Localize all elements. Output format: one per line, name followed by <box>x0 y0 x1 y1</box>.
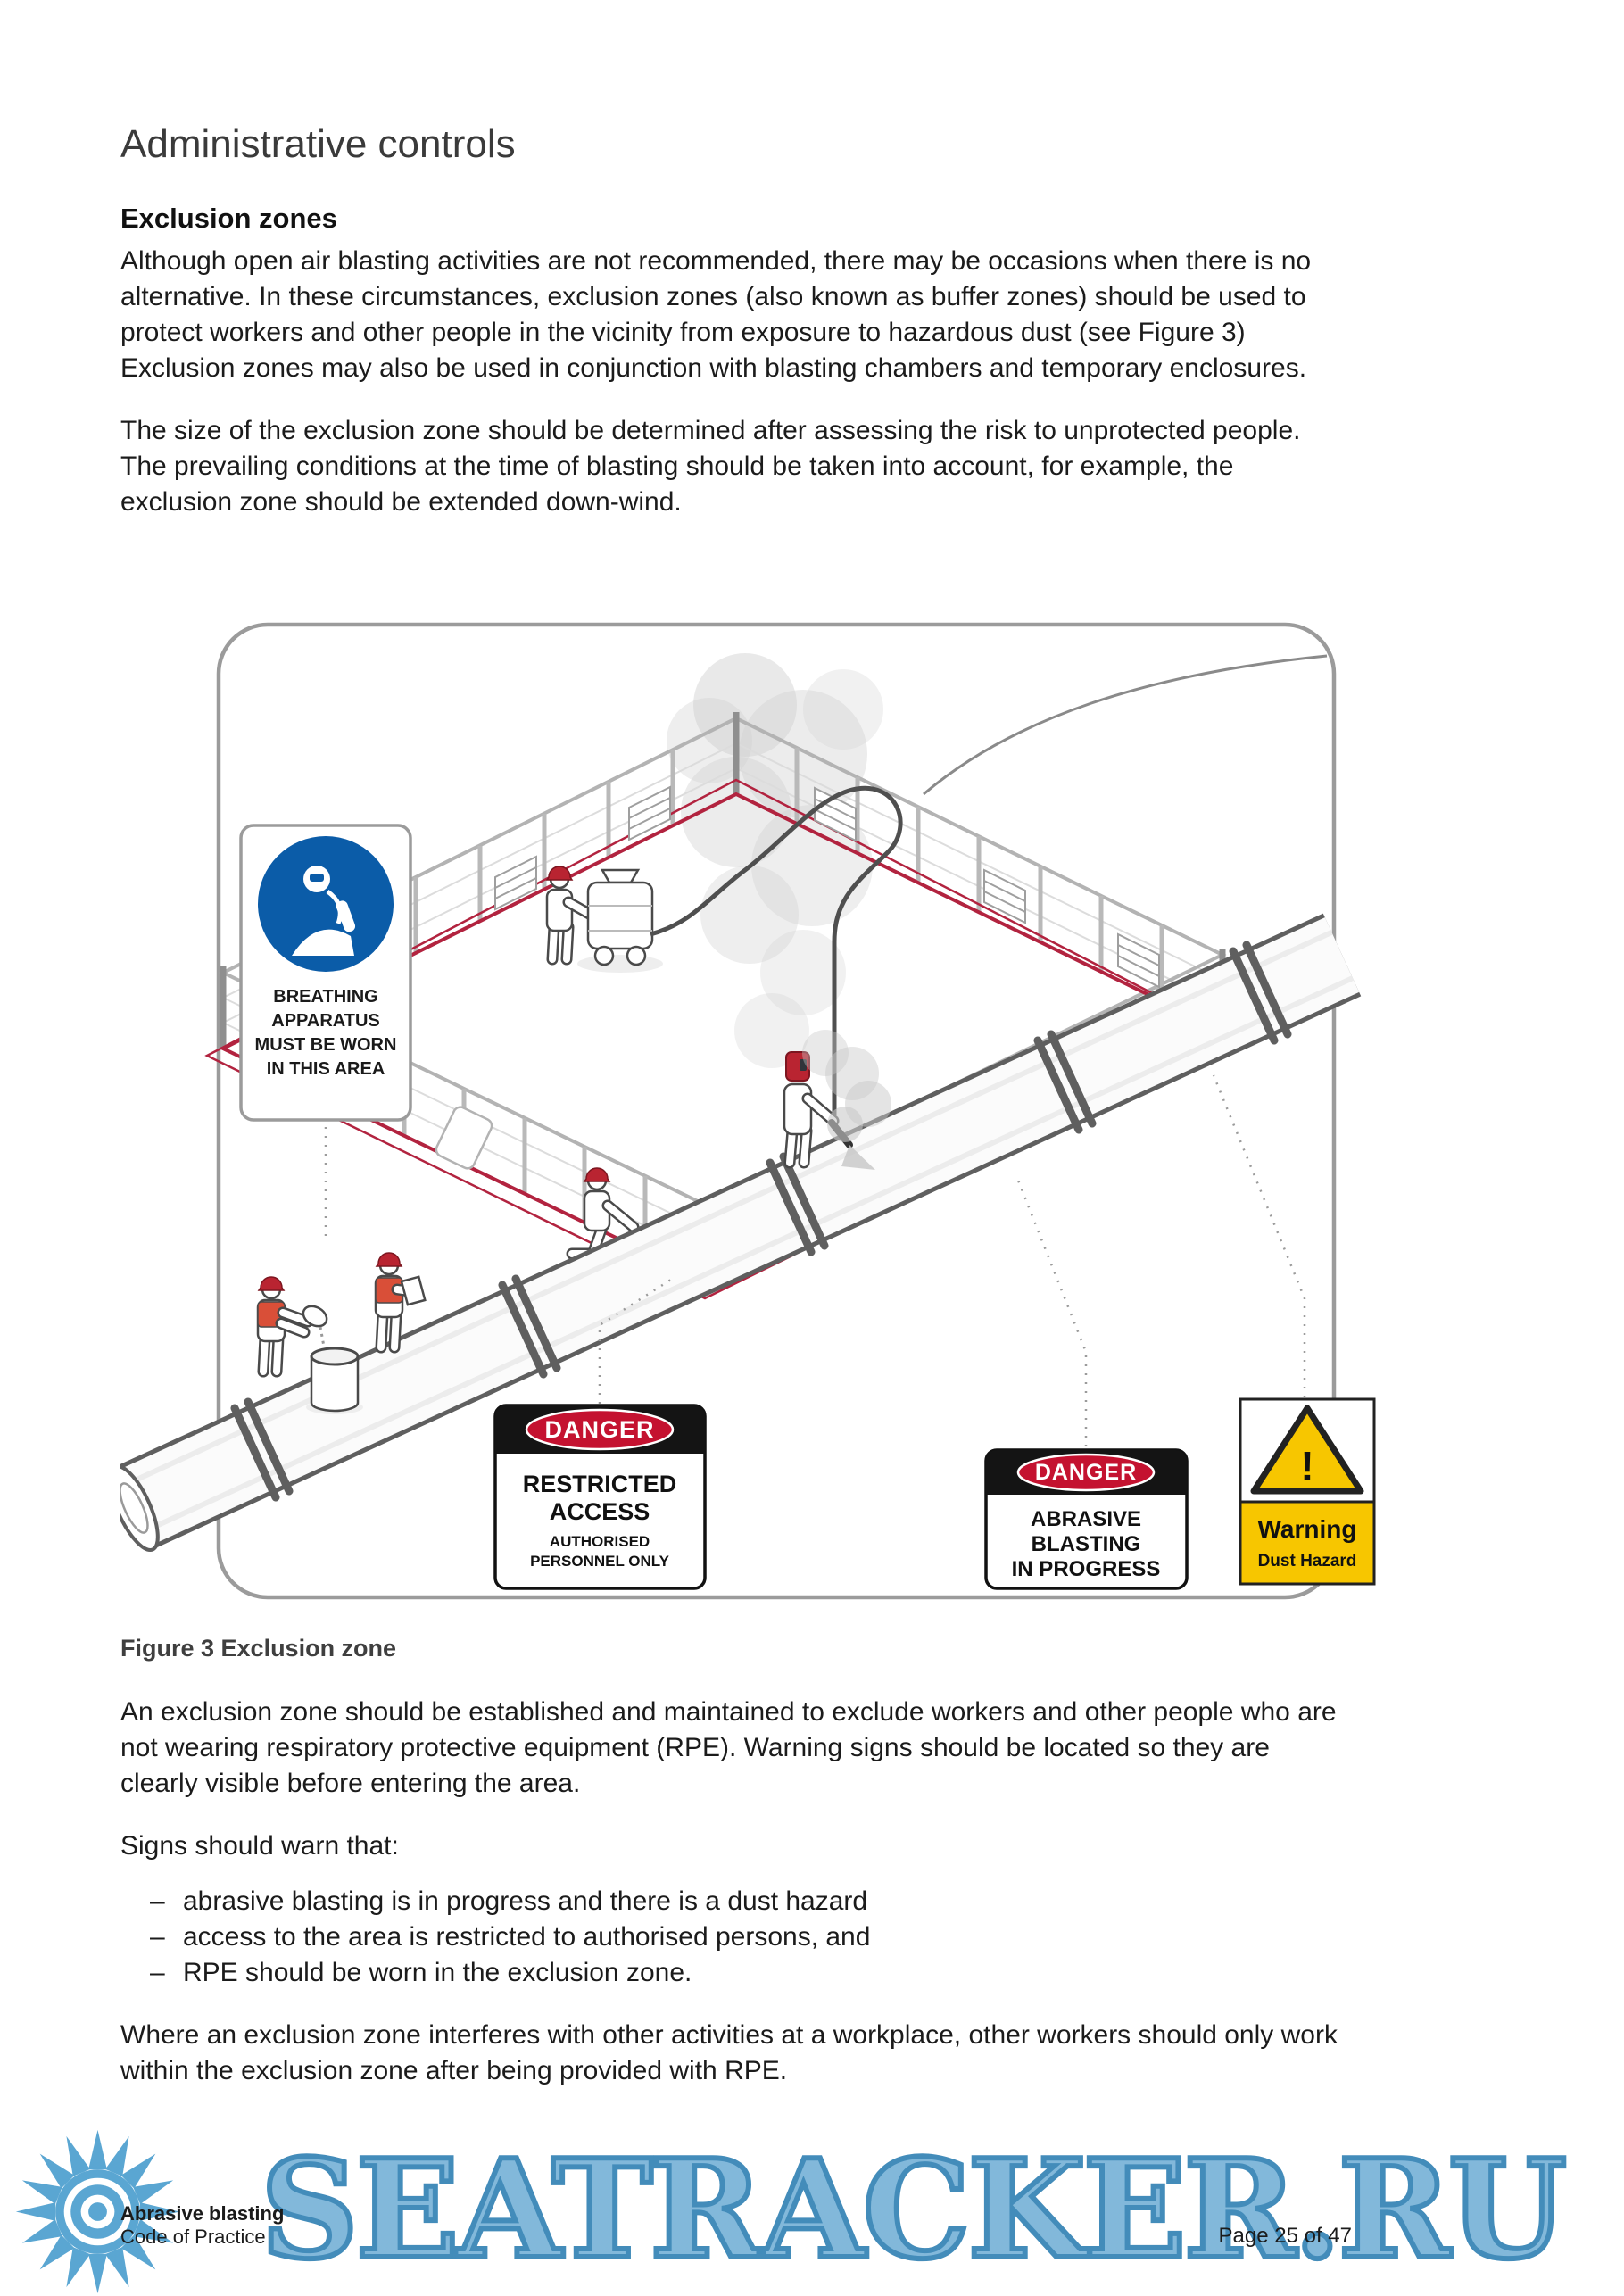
sign-text-line: PERSONNEL ONLY <box>530 1553 670 1570</box>
abrasive-drum <box>306 1347 363 1414</box>
figure-exclusion-zone: BREATHING APPARATUS MUST BE WORN IN THIS… <box>120 602 1376 1620</box>
warning-triangle-icon <box>1250 1405 1364 1495</box>
abrasive-sack <box>302 1305 328 1328</box>
danger-restricted-access-sign: DANGER RESTRICTED ACCESS AUTHORISED PERS… <box>493 1404 707 1590</box>
sign-text-line: ABRASIVE <box>1031 1507 1141 1531</box>
exclusion-zone-illustration: BREATHING APPARATUS MUST BE WORN IN THIS… <box>120 622 1376 1600</box>
breathing-apparatus-pictogram <box>292 866 356 956</box>
figure-caption: Figure 3 Exclusion zone <box>120 1635 397 1662</box>
sign-text-line: IN THIS AREA <box>267 1059 385 1079</box>
sign-text-line: Dust Hazard <box>1258 1552 1357 1571</box>
sign-text-line: AUTHORISED <box>550 1533 650 1550</box>
hard-hat <box>257 1276 286 1291</box>
bullet-dash: – <box>150 1922 165 1952</box>
sign-text-line: RESTRICTED <box>523 1471 677 1497</box>
paragraph: Signs should warn that: <box>120 1831 399 1861</box>
clipboard <box>400 1275 427 1306</box>
pipe-flanges <box>230 941 1292 1502</box>
bullet-text: RPE should be worn in the exclusion zone… <box>183 1958 692 1987</box>
sign-text-line: BREATHING <box>273 987 377 1007</box>
sign-text-line: IN PROGRESS <box>1012 1557 1161 1581</box>
warning-dust-hazard-sign: ! Warning Dust Hazard <box>1239 1397 1376 1586</box>
footer-page-number: Page 25 of 47 <box>1218 2224 1352 2248</box>
footer-left: Abrasive blasting Code of Practice <box>120 2202 284 2249</box>
section-heading: Exclusion zones <box>120 203 337 234</box>
abrasive-pour-worker <box>256 1276 328 1378</box>
danger-header: DANGER <box>1035 1460 1137 1485</box>
list-item: – access to the area is restricted to au… <box>120 1919 1352 1955</box>
hard-hat <box>375 1252 403 1267</box>
paragraph: Where an exclusion zone interferes with … <box>120 2020 1338 2085</box>
hood-visor <box>800 1059 807 1071</box>
list-item: – RPE should be worn in the exclusion zo… <box>120 1955 1352 1991</box>
mandatory-sign-circle <box>258 836 394 972</box>
hard-hat <box>545 866 574 881</box>
paragraph: An exclusion zone should be established … <box>120 1697 1337 1798</box>
sign-leader-lines <box>324 1074 1306 1446</box>
hard-hat <box>583 1167 611 1182</box>
pipe-end-flange <box>120 1464 160 1552</box>
list-item: – abrasive blasting is in progress and t… <box>120 1884 1352 1919</box>
warning-bullet-list: – abrasive blasting is in progress and t… <box>120 1884 1352 1991</box>
abrasive-spray <box>841 1145 875 1170</box>
page-title: Administrative controls <box>120 122 516 166</box>
exclamation-mark: ! <box>1300 1443 1313 1489</box>
danger-header: DANGER <box>544 1416 654 1443</box>
bullet-dash: – <box>150 1886 165 1916</box>
pipe <box>120 913 1362 1552</box>
page-content: Administrative controls Exclusion zones … <box>120 122 1376 2116</box>
bullet-text: access to the area is restricted to auth… <box>183 1922 871 1952</box>
sign-text-line: ACCESS <box>550 1498 650 1525</box>
blast-hose <box>650 785 903 1115</box>
supervisor-worker <box>374 1252 427 1354</box>
paragraph: Although open air blasting activities ar… <box>120 246 1312 383</box>
bullet-dash: – <box>150 1958 165 1987</box>
breathing-apparatus-sign: BREATHING APPARATUS MUST BE WORN IN THIS… <box>239 824 412 1122</box>
sun-logo-icon <box>15 2129 180 2294</box>
blast-dust <box>802 1030 891 1142</box>
sign-text-line: MUST BE WORN <box>255 1035 397 1055</box>
watermark-text: SEATRACKER.RU <box>258 2129 1570 2289</box>
footer-doc-name: Abrasive blasting <box>120 2202 285 2225</box>
sign-text-line: Warning <box>1258 1515 1357 1543</box>
danger-abrasive-blasting-sign: DANGER ABRASIVE BLASTING IN PROGRESS <box>984 1448 1189 1590</box>
blast-pot-machine <box>577 868 663 973</box>
dust-cloud <box>667 653 883 1068</box>
page-footer: Abrasive blasting Code of Practice Page … <box>120 2202 1352 2249</box>
bullet-text: abrasive blasting is in progress and the… <box>183 1886 868 1916</box>
footer-doc-subtitle: Code of Practice <box>120 2226 266 2248</box>
air-line <box>923 654 1328 796</box>
sign-text-line: BLASTING <box>1032 1532 1141 1556</box>
sign-text-line: APPARATUS <box>271 1011 379 1031</box>
paragraph: The size of the exclusion zone should be… <box>120 416 1301 517</box>
